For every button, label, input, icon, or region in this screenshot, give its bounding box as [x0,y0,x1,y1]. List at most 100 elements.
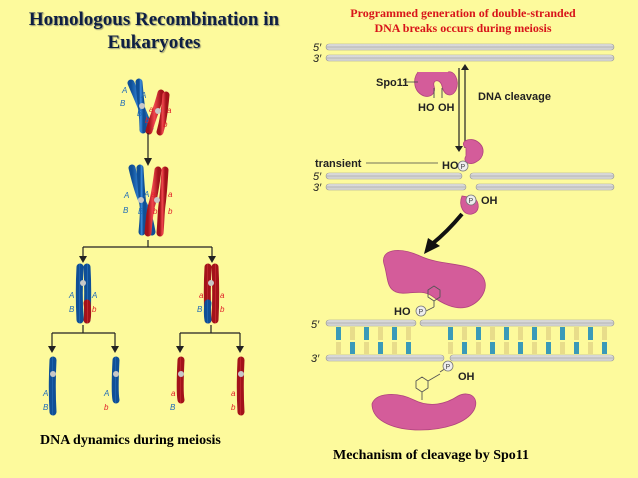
arrowhead-icon [176,346,184,353]
allele-label: a [199,291,204,300]
allele-label: B [197,305,203,314]
base-pairs [336,327,607,354]
centromere-icon [154,197,160,203]
tyrosine-ring-icon [425,285,441,312]
allele-label: A [42,389,48,398]
allele-label: a [231,389,236,398]
gamete-chromosome-4: a b [231,356,245,416]
centromere-icon [50,371,56,377]
spo11-mechanism-diagram: 5′ 3′ Spo11 HO OH DNA cleavage [311,42,615,431]
allele-label: B [170,403,176,412]
centromere-icon [113,371,119,377]
gamete-chromosome-1: A B [42,356,57,416]
ho-label: HO [394,306,411,318]
allele-label: a [167,106,172,115]
oh-label: OH [481,195,498,207]
allele-label: A [143,190,149,199]
allele-label: b [153,207,158,216]
chromosome-meiosis-1-right: a B a b [197,263,225,324]
spo11-protein-icon [371,393,477,431]
intact-dna-duplex: 5′ 3′ [313,42,615,65]
oh-label: OH [438,102,455,114]
allele-label: B [69,305,75,314]
centromere-icon [139,103,145,109]
five-prime-label: 5′ [313,42,322,54]
arrowhead-icon [208,256,216,263]
centromere-icon [80,280,86,286]
five-prime-label: 5′ [311,319,320,331]
phosphate-icon [465,194,477,206]
phosphate-icon [457,160,469,172]
three-prime-label: 3′ [313,182,322,194]
centromere-icon [155,108,161,114]
centromere-icon [208,280,214,286]
spo11-protein-icon [462,139,484,164]
phosphate-icon [442,360,454,372]
dna-cleavage-label: DNA cleavage [478,91,551,103]
arrowhead-icon [144,158,152,166]
allele-label: A [140,91,146,100]
five-prime-label: 5′ [313,171,322,183]
allele-label: b [104,403,109,412]
allele-label: A [121,86,127,95]
phosphate-label: P [419,309,424,316]
left-caption: DNA dynamics during meiosis [40,433,221,448]
subtitle-line-1: Programmed generation of double-stranded [350,6,576,20]
allele-label: B [120,99,126,108]
centromere-icon [238,371,244,377]
chromosome-pair-stage-1: A B A B a b a b [120,78,172,136]
gamete-chromosome-2: A b [103,356,120,416]
zoom-arrow-icon [430,212,464,246]
chromosome-meiosis-1-left: A B A b [68,263,97,324]
title-line-1: Homologous Recombination in [28,9,280,30]
arrowhead-icon [236,346,244,353]
allele-label: a [149,105,154,114]
subtitle-line-2: DNA breaks occurs during meiosis [374,21,552,35]
spo11-label: Spo11 [376,77,408,89]
chromosome-pair-crossover: A B A B a b a b [123,164,173,237]
three-prime-label: 3′ [313,53,322,65]
phosphate-label: P [461,164,466,171]
arrowhead-icon [48,346,56,353]
reversible-arrow-icon [458,68,466,148]
allele-label: b [168,207,173,216]
transient-intermediate: transient 5′ 3′ P HO P OH [313,139,615,215]
allele-label: B [123,206,129,215]
phosphate-icon [415,305,427,317]
arrowhead-icon [79,256,87,263]
allele-label: b [145,116,150,125]
phosphate-label: P [446,364,451,371]
allele-label: b [231,403,236,412]
centromere-icon [178,371,184,377]
branch-lines [51,325,241,348]
allele-label: b [163,120,168,129]
centromere-icon [138,197,144,203]
allele-label: A [123,191,129,200]
spo11-protein-icon [383,250,486,309]
allele-label: b [220,305,225,314]
allele-label: B [138,207,144,216]
gamete-chromosome-3: a B [170,356,185,416]
detailed-cleavage-view: P HO 5′ 3′ [311,250,615,431]
allele-label: a [171,389,176,398]
branch-lines [82,240,213,258]
arrowhead-icon [111,346,119,353]
allele-label: b [92,305,97,314]
spo11-protein-icon [414,71,458,98]
allele-label: a [220,291,225,300]
right-caption: Mechanism of cleavage by Spo11 [333,448,529,463]
tyrosine-ring-icon [415,367,447,400]
allele-label: a [168,190,173,199]
allele-label: B [137,109,143,118]
meiosis-diagram: A B A B a b a b A B A [42,78,245,416]
three-prime-label: 3′ [311,353,320,365]
title-line-2: Eukaryotes [107,32,201,53]
slide-subtitle: Programmed generation of double-stranded… [300,6,626,36]
allele-label: A [91,291,97,300]
oh-label: OH [458,371,475,383]
allele-label: a [151,190,156,199]
allele-label: B [43,403,49,412]
ho-label: HO [442,160,459,172]
